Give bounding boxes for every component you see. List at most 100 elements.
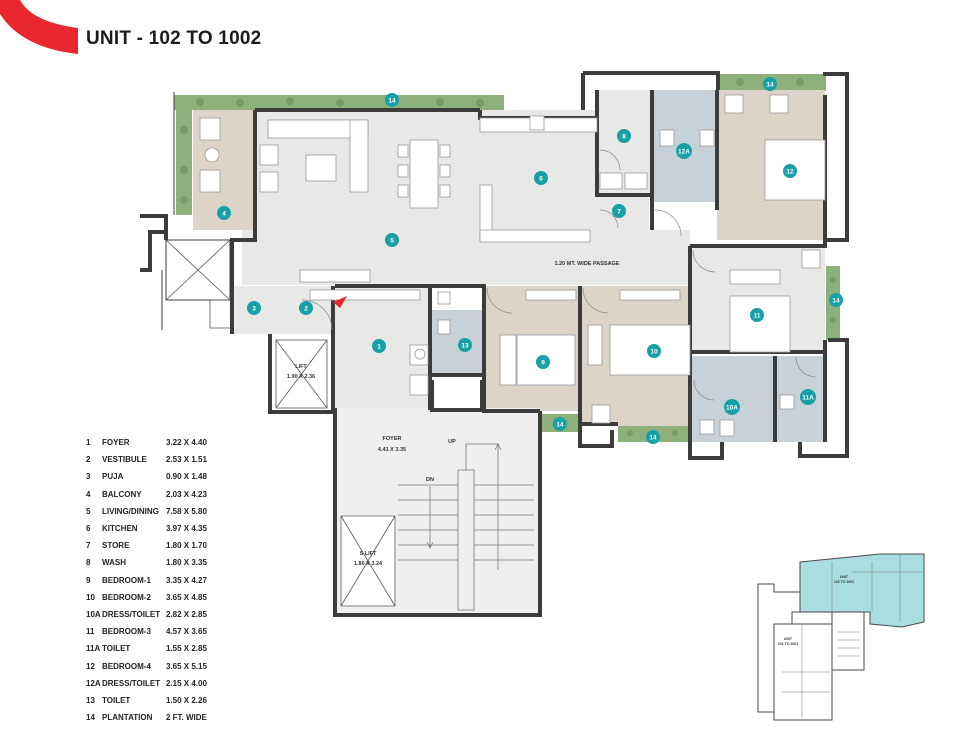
furniture [199,94,826,437]
legend-dim: 3.22 X 4.40 [166,438,207,448]
legend-num: 2 [86,455,91,465]
badge-14: 14 [388,98,396,105]
legend-num: 14 [86,713,95,723]
legend-num: 8 [86,558,91,568]
legend-name: PLANTATION [102,713,153,723]
keyplan-unit-range: 102 TO 1002 [834,580,854,584]
legend-row: 2 VESTIBULE 2.53 X 1.51 [86,451,246,468]
legend-num: 11A [86,644,101,654]
legend-num: 9 [86,575,91,585]
legend-num: 10 [86,592,95,602]
legend-row: 11 BEDROOM-3 4.57 X 3.65 [86,623,246,640]
badge-10: 10 [650,349,658,356]
badge-9: 9 [541,360,545,367]
badge-14: 14 [556,422,564,429]
legend-dim: 1.80 X 1.70 [166,541,207,551]
legend-name: BEDROOM-4 [102,661,151,671]
legend-dim: 1.55 X 2.85 [166,644,207,654]
entry-arrow-icon [333,296,347,308]
legend-name: BALCONY [102,489,142,499]
legend-row: 1 FOYER 3.22 X 4.40 [86,434,246,451]
legend-name: BEDROOM-3 [102,627,151,637]
common-foyer-dim: 4.41 X 3.35 [378,447,406,453]
legend-row: 10 BEDROOM-2 3.65 X 4.85 [86,589,246,606]
legend-num: 7 [86,541,91,551]
badge-4: 4 [222,211,226,218]
badge-13: 13 [461,343,469,350]
legend-name: LIVING/DINING [102,506,159,516]
legend-dim: 3.65 X 4.85 [166,592,207,602]
legend-row: 5 LIVING/DINING 7.58 X 5.80 [86,503,246,520]
legend-num: 12 [86,661,95,671]
badge-1: 1 [377,344,381,351]
legend-num: 12A [86,678,101,688]
legend-dim: 1.50 X 2.26 [166,695,207,705]
legend-dim: 2 FT. WIDE [166,713,207,723]
common-foyer-label: FOYER [383,436,402,442]
key-plan: UNIT 102 TO 1002 UNIT 101 TO 1001 [757,553,925,721]
legend-num: 13 [86,695,95,705]
legend-name: DRESS/TOILET [102,609,161,619]
legend-dim: 2.82 X 2.85 [166,609,207,619]
legend-name: WASH [102,558,126,568]
legend-name: FOYER [102,438,130,448]
legend-dim: 1.80 X 3.35 [166,558,207,568]
legend-name: STORE [102,541,130,551]
badge-7: 7 [617,209,621,216]
legend-dim: 3.35 X 4.27 [166,575,207,585]
lift-dim: 1.90 X 2.36 [287,374,315,380]
keyplan-unit-label: UNIT [784,637,793,641]
service-lift-label: S.LIFT [360,551,377,557]
stair-up-label: UP [448,439,456,445]
badge-2: 2 [304,306,308,313]
badge-6: 6 [539,176,543,183]
page-title: UNIT - 102 TO 1002 [86,28,262,49]
badge-12: 12 [786,169,794,176]
legend-row: 14 PLANTATION 2 FT. WIDE [86,709,246,726]
legend-dim: 4.57 X 3.65 [166,627,207,637]
badge-8: 8 [622,134,626,141]
legend-num: 5 [86,506,91,516]
keyplan-unit-label: UNIT [840,575,849,579]
room-badges [217,77,843,444]
legend-row: 7 STORE 1.80 X 1.70 [86,537,246,554]
service-lift-dim: 1.80 X 3.24 [354,561,383,567]
lift-label: LIFT [295,364,307,370]
badge-14: 14 [832,298,840,305]
legend-num: 1 [86,438,91,448]
legend-num: 6 [86,524,91,534]
badge-3: 3 [252,306,256,313]
legend-name: TOILET [102,644,131,654]
stair-dn-label: DN [426,477,434,483]
legend-name: KITCHEN [102,524,138,534]
legend-num: 10A [86,609,101,619]
walls [140,71,849,617]
passage-label: 1.20 MT. WIDE PASSAGE [555,261,620,267]
legend-dim: 2.15 X 4.00 [166,678,207,688]
legend-num: 11 [86,627,95,637]
legend-name: DRESS/TOILET [102,678,161,688]
legend-name: BEDROOM-2 [102,592,151,602]
legend-dim: 3.65 X 5.15 [166,661,207,671]
legend-dim: 0.90 X 1.48 [166,472,207,482]
keyplan-unit-range: 101 TO 1001 [778,642,798,646]
legend-dim: 2.53 X 1.51 [166,455,207,465]
legend-dim: 7.58 X 5.80 [166,506,207,516]
legend-num: 4 [86,489,91,499]
badge-5: 5 [390,238,394,245]
legend-name: VESTIBULE [102,455,147,465]
staircase [398,443,534,611]
legend-num: 3 [86,472,91,482]
legend-row: 8 WASH 1.80 X 3.35 [86,554,246,571]
badge-10a: 10A [726,405,738,412]
